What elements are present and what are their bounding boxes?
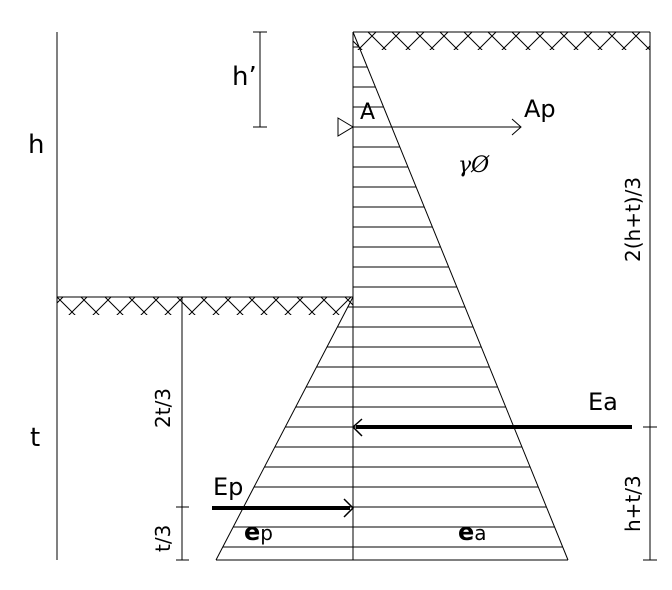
label-point-a: A (360, 100, 375, 125)
label-h: h (28, 130, 44, 160)
ea-sub: a (474, 521, 486, 545)
passive-pressure-edge (215, 296, 354, 561)
label-t: t (30, 423, 40, 453)
ea-arrowhead (351, 418, 363, 437)
label-2t3: 2t/3 (151, 388, 175, 428)
label-ep: Ep (213, 473, 243, 501)
anchor-support-icon (337, 117, 354, 137)
label-ap: Ap (524, 95, 556, 123)
label-ep-pressure: ep (244, 518, 273, 546)
ea-main: e (458, 518, 474, 546)
label-ht3: h+t/3 (621, 475, 645, 532)
label-gamma-phi: γØ (458, 153, 490, 178)
label-ea: Ea (588, 388, 618, 416)
label-t3: t/3 (151, 525, 175, 552)
ep-sub: p (260, 521, 273, 545)
label-2ht3: 2(h+t)/3 (621, 177, 645, 262)
label-ea-pressure: ea (458, 518, 487, 546)
active-pressure-edge (352, 31, 569, 561)
label-h-prime: h’ (232, 62, 257, 92)
ep-main: e (244, 518, 260, 546)
anchor-arrowhead (511, 118, 522, 136)
top-ground-hatch (353, 32, 650, 50)
excavation-ground-hatch (57, 297, 353, 315)
ep-arrowhead (343, 498, 355, 518)
